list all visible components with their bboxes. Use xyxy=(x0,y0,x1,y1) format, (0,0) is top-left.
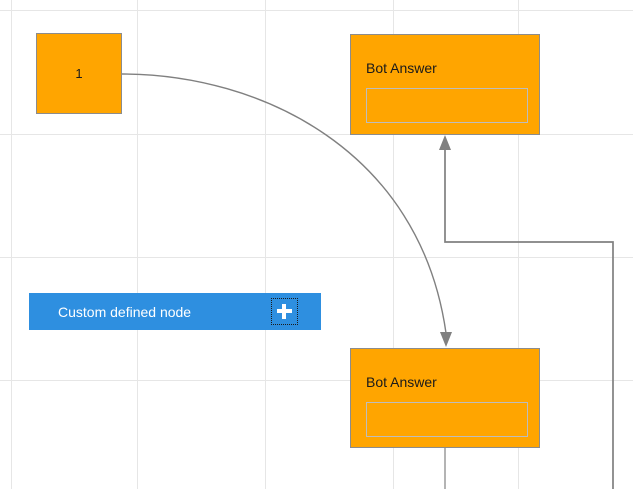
add-node-button[interactable] xyxy=(271,298,298,325)
node-bot-answer-top-title: Bot Answer xyxy=(366,60,437,76)
edge-orthogonal[interactable] xyxy=(439,135,614,489)
edge-curved[interactable] xyxy=(121,73,452,347)
node-bot-answer-bottom-slot[interactable] xyxy=(366,402,528,437)
node-bot-answer-top-slot[interactable] xyxy=(366,88,528,123)
node-start[interactable]: 1 xyxy=(36,33,122,114)
arrowhead-up-icon xyxy=(439,135,451,150)
node-bot-answer-bottom-title: Bot Answer xyxy=(366,374,437,390)
custom-node-palette-label: Custom defined node xyxy=(58,303,192,320)
custom-node-palette-item[interactable]: Custom defined node xyxy=(29,293,321,330)
node-bot-answer-top[interactable]: Bot Answer xyxy=(350,34,540,135)
node-start-label: 1 xyxy=(75,66,83,81)
plus-icon xyxy=(277,304,292,319)
arrowhead-down-icon xyxy=(440,332,452,347)
node-bot-answer-bottom[interactable]: Bot Answer xyxy=(350,348,540,448)
